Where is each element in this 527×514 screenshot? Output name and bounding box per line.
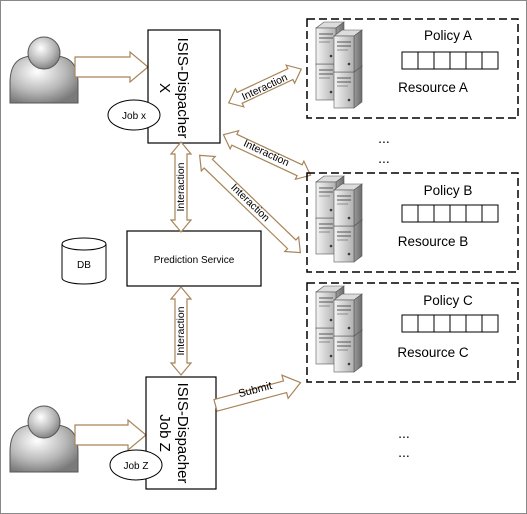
resource-a-box bbox=[306, 18, 519, 119]
user-to-dispatcher-x-arrow bbox=[74, 50, 149, 84]
ellipsis-top-2: ... bbox=[378, 150, 390, 166]
dispatcher-x-box bbox=[147, 29, 221, 144]
ellipsis-bottom-1: ... bbox=[398, 425, 410, 441]
job-x-ellipse bbox=[107, 99, 161, 131]
job-z-label: Job Z bbox=[123, 461, 148, 472]
dispatcher-x-subtitle: X bbox=[156, 83, 173, 93]
ellipsis-top-1: ... bbox=[378, 130, 390, 146]
interaction-b2-label: Interaction bbox=[228, 181, 272, 224]
resource-b-box bbox=[306, 172, 519, 273]
server-icon-a bbox=[316, 22, 362, 108]
submit-arrow bbox=[213, 374, 302, 412]
resource-b-label: Resource B bbox=[398, 234, 469, 249]
db-cylinder bbox=[61, 237, 107, 285]
server-icon-b bbox=[316, 176, 362, 262]
policy-b-label: Policy B bbox=[424, 183, 473, 198]
server-icon-c bbox=[316, 286, 362, 372]
interaction-a-arrow bbox=[227, 64, 303, 108]
prediction-z-label: Interaction bbox=[175, 306, 187, 355]
dispatcher-prediction-label: Interaction bbox=[175, 162, 187, 211]
user-icon-top bbox=[9, 36, 79, 104]
resource-c-label: Resource C bbox=[397, 345, 469, 360]
dispatcher-z-subtitle: Job Z bbox=[156, 414, 173, 452]
dispatcher-prediction-arrow bbox=[169, 141, 193, 233]
queue-a bbox=[401, 51, 499, 70]
queue-b bbox=[401, 204, 499, 223]
resource-a-label: Resource A bbox=[398, 80, 468, 95]
prediction-service-box bbox=[126, 230, 262, 287]
user-icon-bottom bbox=[9, 405, 79, 473]
user-to-dispatcher-z-arrow bbox=[74, 418, 147, 452]
policy-a-label: Policy A bbox=[424, 28, 472, 43]
prediction-service-label: Prediction Service bbox=[154, 255, 235, 266]
prediction-z-arrow bbox=[169, 286, 193, 376]
db-label: DB bbox=[77, 260, 91, 271]
dispatcher-x-title: ISIS-Dispacher bbox=[174, 38, 191, 139]
policy-c-label: Policy C bbox=[423, 293, 473, 308]
interaction-b1-arrow bbox=[222, 129, 312, 181]
interaction-b2-arrow bbox=[198, 154, 302, 254]
job-x-label: Job x bbox=[122, 111, 146, 122]
dispatcher-z-title: ISIS-Dispacher bbox=[174, 383, 191, 484]
ellipsis-bottom-2: ... bbox=[398, 444, 410, 460]
resource-c-box bbox=[306, 282, 519, 383]
job-z-ellipse bbox=[109, 449, 163, 481]
queue-c bbox=[401, 314, 499, 333]
